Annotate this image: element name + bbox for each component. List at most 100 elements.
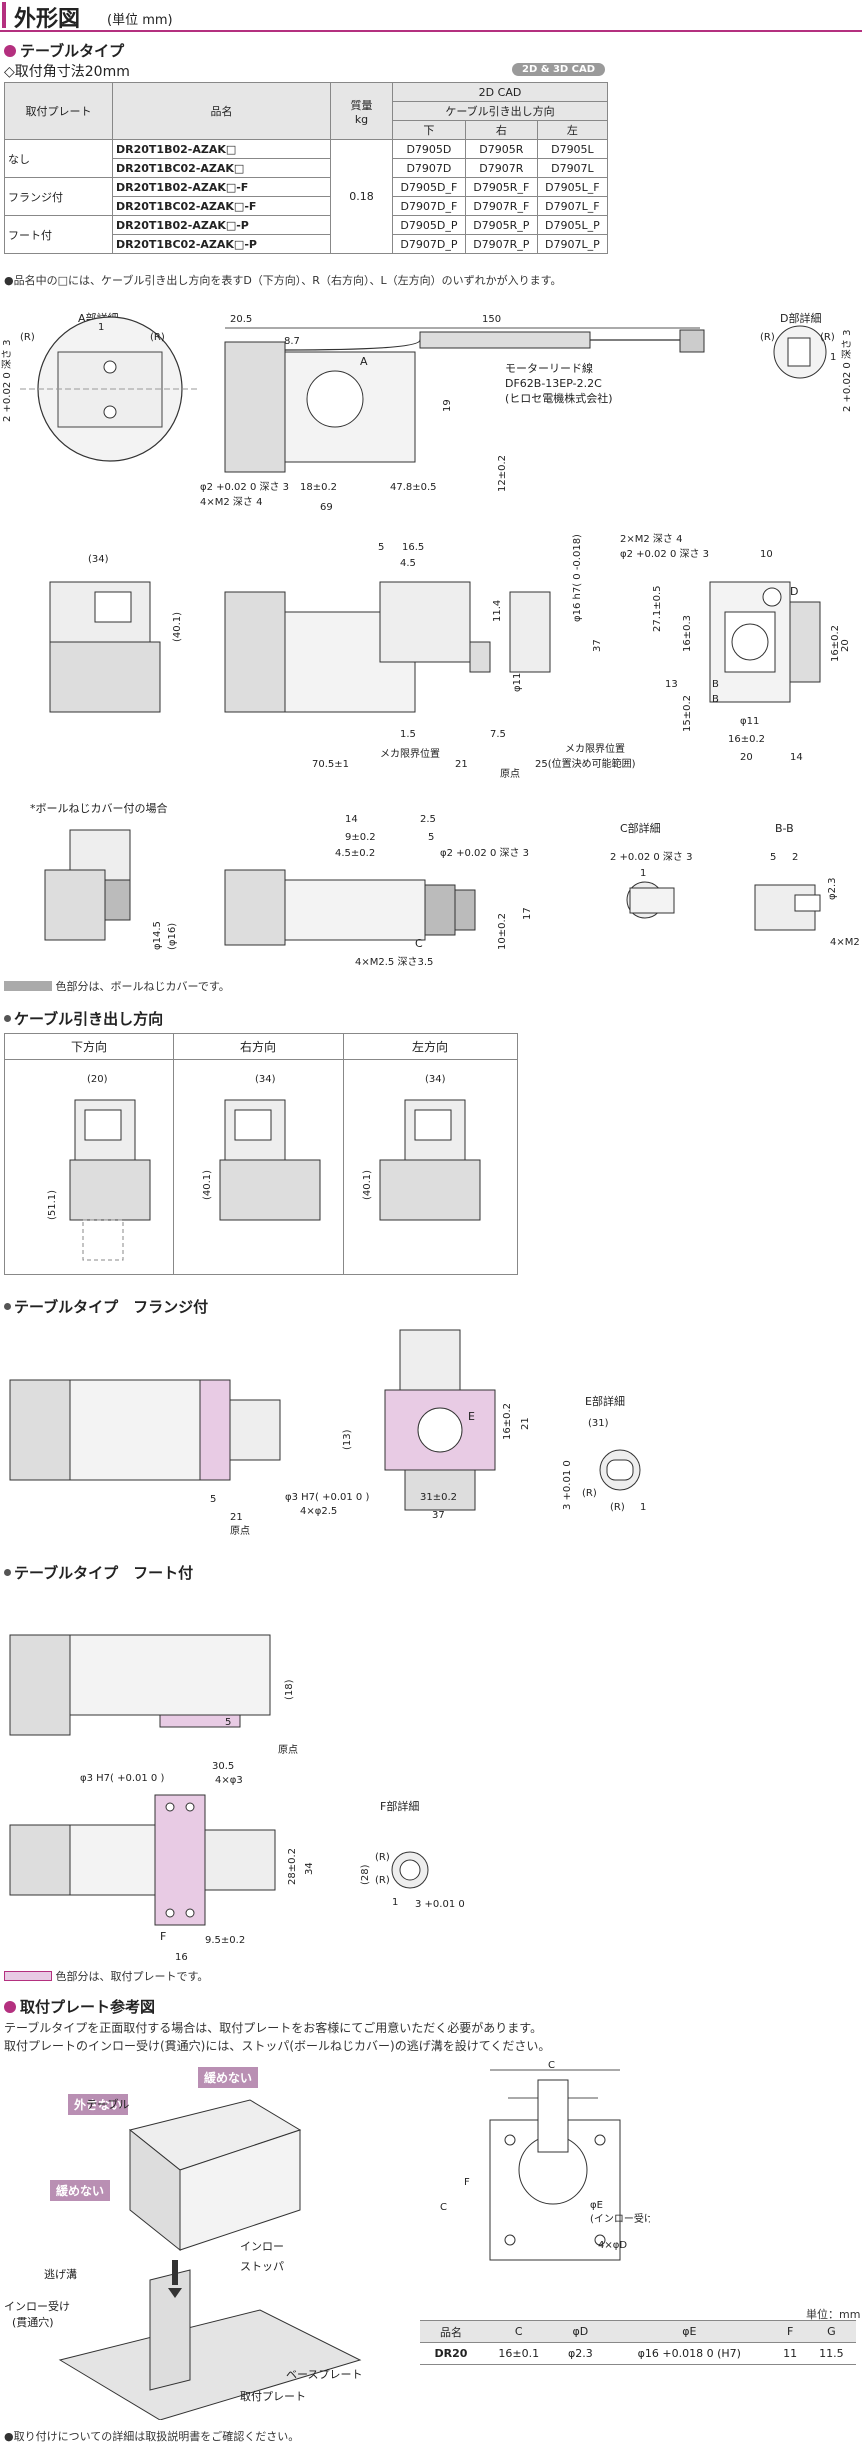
svg-text:φ11: φ11	[512, 673, 523, 692]
svg-text:(28): (28)	[360, 1864, 371, 1885]
svg-text:15±0.2: 15±0.2	[682, 695, 693, 732]
mass-value: 0.18	[330, 139, 393, 254]
svg-text:*ボールねじカバー付の場合: *ボールねじカバー付の場合	[30, 801, 168, 815]
svg-text:(R): (R)	[582, 1488, 597, 1499]
svg-text:(51.1): (51.1)	[47, 1190, 58, 1220]
svg-text:(40.1): (40.1)	[172, 612, 183, 642]
svg-text:16±0.2: 16±0.2	[830, 625, 841, 662]
svg-text:2: 2	[792, 852, 798, 863]
cad-link[interactable]: D7907D	[392, 158, 466, 178]
svg-text:1: 1	[640, 1502, 646, 1513]
svg-text:20: 20	[740, 752, 753, 763]
svg-text:1: 1	[830, 352, 836, 363]
svg-text:ベースプレート: ベースプレート	[286, 2368, 362, 2381]
svg-text:5: 5	[225, 1717, 231, 1728]
svg-text:4×M2: 4×M2	[830, 937, 860, 948]
cad-link[interactable]: D7905R	[464, 139, 538, 159]
svg-text:A: A	[360, 355, 368, 368]
svg-text:φ16 h7( 0 -0.018): φ16 h7( 0 -0.018)	[572, 534, 583, 622]
plate-unit: 単位：mm	[806, 2308, 861, 2321]
cad-link[interactable]: D7905R_P	[464, 215, 538, 235]
svg-text:(34): (34)	[255, 1074, 276, 1085]
cad-link[interactable]: D7905L_P	[536, 215, 609, 235]
section-flange: テーブルタイプ フランジ付	[4, 1296, 208, 1317]
svg-text:取付プレート: 取付プレート	[240, 2390, 306, 2403]
svg-text:37: 37	[432, 1510, 445, 1521]
svg-text:8.7: 8.7	[284, 336, 300, 347]
plate-ref-text1: テーブルタイプを正面取付する場合は、取付プレートをお客様にてご用意いただく必要が…	[4, 2021, 543, 2035]
cad-link[interactable]: D7905L	[536, 139, 609, 159]
cad-link[interactable]: D7905D_P	[392, 215, 466, 235]
svg-text:19: 19	[442, 399, 453, 412]
svg-text:28±0.2: 28±0.2	[287, 1848, 298, 1885]
svg-text:D: D	[790, 585, 798, 598]
svg-text:メカ限界位置: メカ限界位置	[380, 747, 440, 760]
svg-text:インロー受け: インロー受け	[4, 2300, 70, 2313]
col-name: 品名	[112, 82, 331, 140]
cad-link[interactable]: D7907R_F	[464, 196, 538, 216]
cad-link[interactable]: D7907L_F	[536, 196, 609, 216]
bullet-icon	[4, 1303, 11, 1310]
cad-link[interactable]: D7905L_F	[536, 177, 609, 197]
header-accent-bar	[2, 2, 6, 28]
svg-text:21: 21	[455, 759, 468, 770]
svg-text:20: 20	[840, 639, 851, 652]
cad-badge: 2D & 3D CAD	[512, 63, 606, 76]
cad-link[interactable]: D7907R_P	[464, 234, 538, 254]
svg-text:13: 13	[665, 679, 678, 690]
svg-text:(貫通穴): (貫通穴)	[12, 2315, 54, 2329]
svg-text:4×M2.5 深さ3.5: 4×M2.5 深さ3.5	[355, 956, 433, 968]
svg-text:(R): (R)	[375, 1875, 390, 1886]
header-rule	[0, 30, 862, 32]
cad-link[interactable]: D7905D_F	[392, 177, 466, 197]
table-row: フランジ付 DR20T1B02-AZAK□-F D7905D_F D7905R_…	[4, 177, 609, 216]
svg-text:37: 37	[592, 639, 603, 652]
bullet-icon	[4, 1015, 11, 1022]
ball-cover-drawing: *ボールねじカバー付の場合 φ14.5 (φ16) 14 2.5 9±0.2 5…	[30, 801, 860, 968]
svg-text:10±0.2: 10±0.2	[497, 913, 508, 950]
svg-text:モーターリード線: モーターリード線	[505, 361, 593, 375]
cad-link[interactable]: D7907D_P	[392, 234, 466, 254]
cad-link[interactable]: D7905D	[392, 139, 466, 159]
bullet-icon	[4, 1569, 11, 1576]
svg-text:φ3 H7( +0.01 0 ): φ3 H7( +0.01 0 )	[80, 1773, 164, 1784]
svg-text:4×M2 深さ 4: 4×M2 深さ 4	[200, 496, 262, 508]
svg-text:4×φD: 4×φD	[598, 2240, 627, 2251]
svg-text:D部詳細: D部詳細	[780, 311, 821, 325]
cad-link[interactable]: D7905R_F	[464, 177, 538, 197]
svg-text:5: 5	[428, 832, 434, 843]
table-boss	[306, 370, 364, 428]
table-row: なし DR20T1B02-AZAK□ 0.18 D7905D D7905R D7…	[4, 139, 609, 254]
cad-link[interactable]: D7907D_F	[392, 196, 466, 216]
svg-text:(R): (R)	[375, 1852, 390, 1863]
svg-text:11.4: 11.4	[492, 600, 503, 622]
svg-text:φ2 +0.02 0 深さ 3: φ2 +0.02 0 深さ 3	[440, 847, 529, 859]
svg-text:(R): (R)	[150, 332, 165, 343]
svg-text:(13): (13)	[342, 1429, 353, 1450]
svg-text:5: 5	[210, 1494, 216, 1505]
svg-text:2×M2 深さ 4: 2×M2 深さ 4	[620, 533, 682, 545]
foot-drawing: (18) 5 原点 φ3 H7( +0.01 0 ) 30.5 4×φ3 F 2…	[9, 1634, 465, 1963]
cad-link[interactable]: D7907L_P	[536, 234, 609, 254]
svg-text:17: 17	[522, 907, 533, 920]
svg-text:1: 1	[98, 322, 104, 333]
col-down: 下	[392, 120, 466, 140]
size-label: ◇取付角寸法20mm	[4, 64, 130, 80]
svg-text:4×φ2.5: 4×φ2.5	[300, 1506, 337, 1517]
page-title: 外形図	[14, 7, 81, 32]
svg-text:30.5: 30.5	[212, 1761, 234, 1772]
svg-text:14: 14	[345, 814, 358, 825]
svg-text:(R): (R)	[760, 332, 775, 343]
cad-link[interactable]: D7907R	[464, 158, 538, 178]
bullet-icon	[4, 45, 16, 57]
svg-text:9.5±0.2: 9.5±0.2	[205, 1935, 245, 1946]
svg-text:21: 21	[520, 1417, 531, 1430]
cad-link[interactable]: D7907L	[536, 158, 609, 178]
cable-dir-drawings: (20) (51.1) (34) (40.1) (34) (40.1)	[47, 1074, 481, 1261]
tag-no-remove: 外さない	[68, 2094, 129, 2115]
svg-text:2 +0.02 0 深さ 3: 2 +0.02 0 深さ 3	[610, 851, 692, 863]
svg-text:(40.1): (40.1)	[362, 1170, 373, 1200]
plate-ref-note: ●取り付けについての詳細は取扱説明書をご確認ください。	[4, 2430, 300, 2443]
svg-text:25(位置決め可能範囲): 25(位置決め可能範囲)	[535, 757, 636, 770]
